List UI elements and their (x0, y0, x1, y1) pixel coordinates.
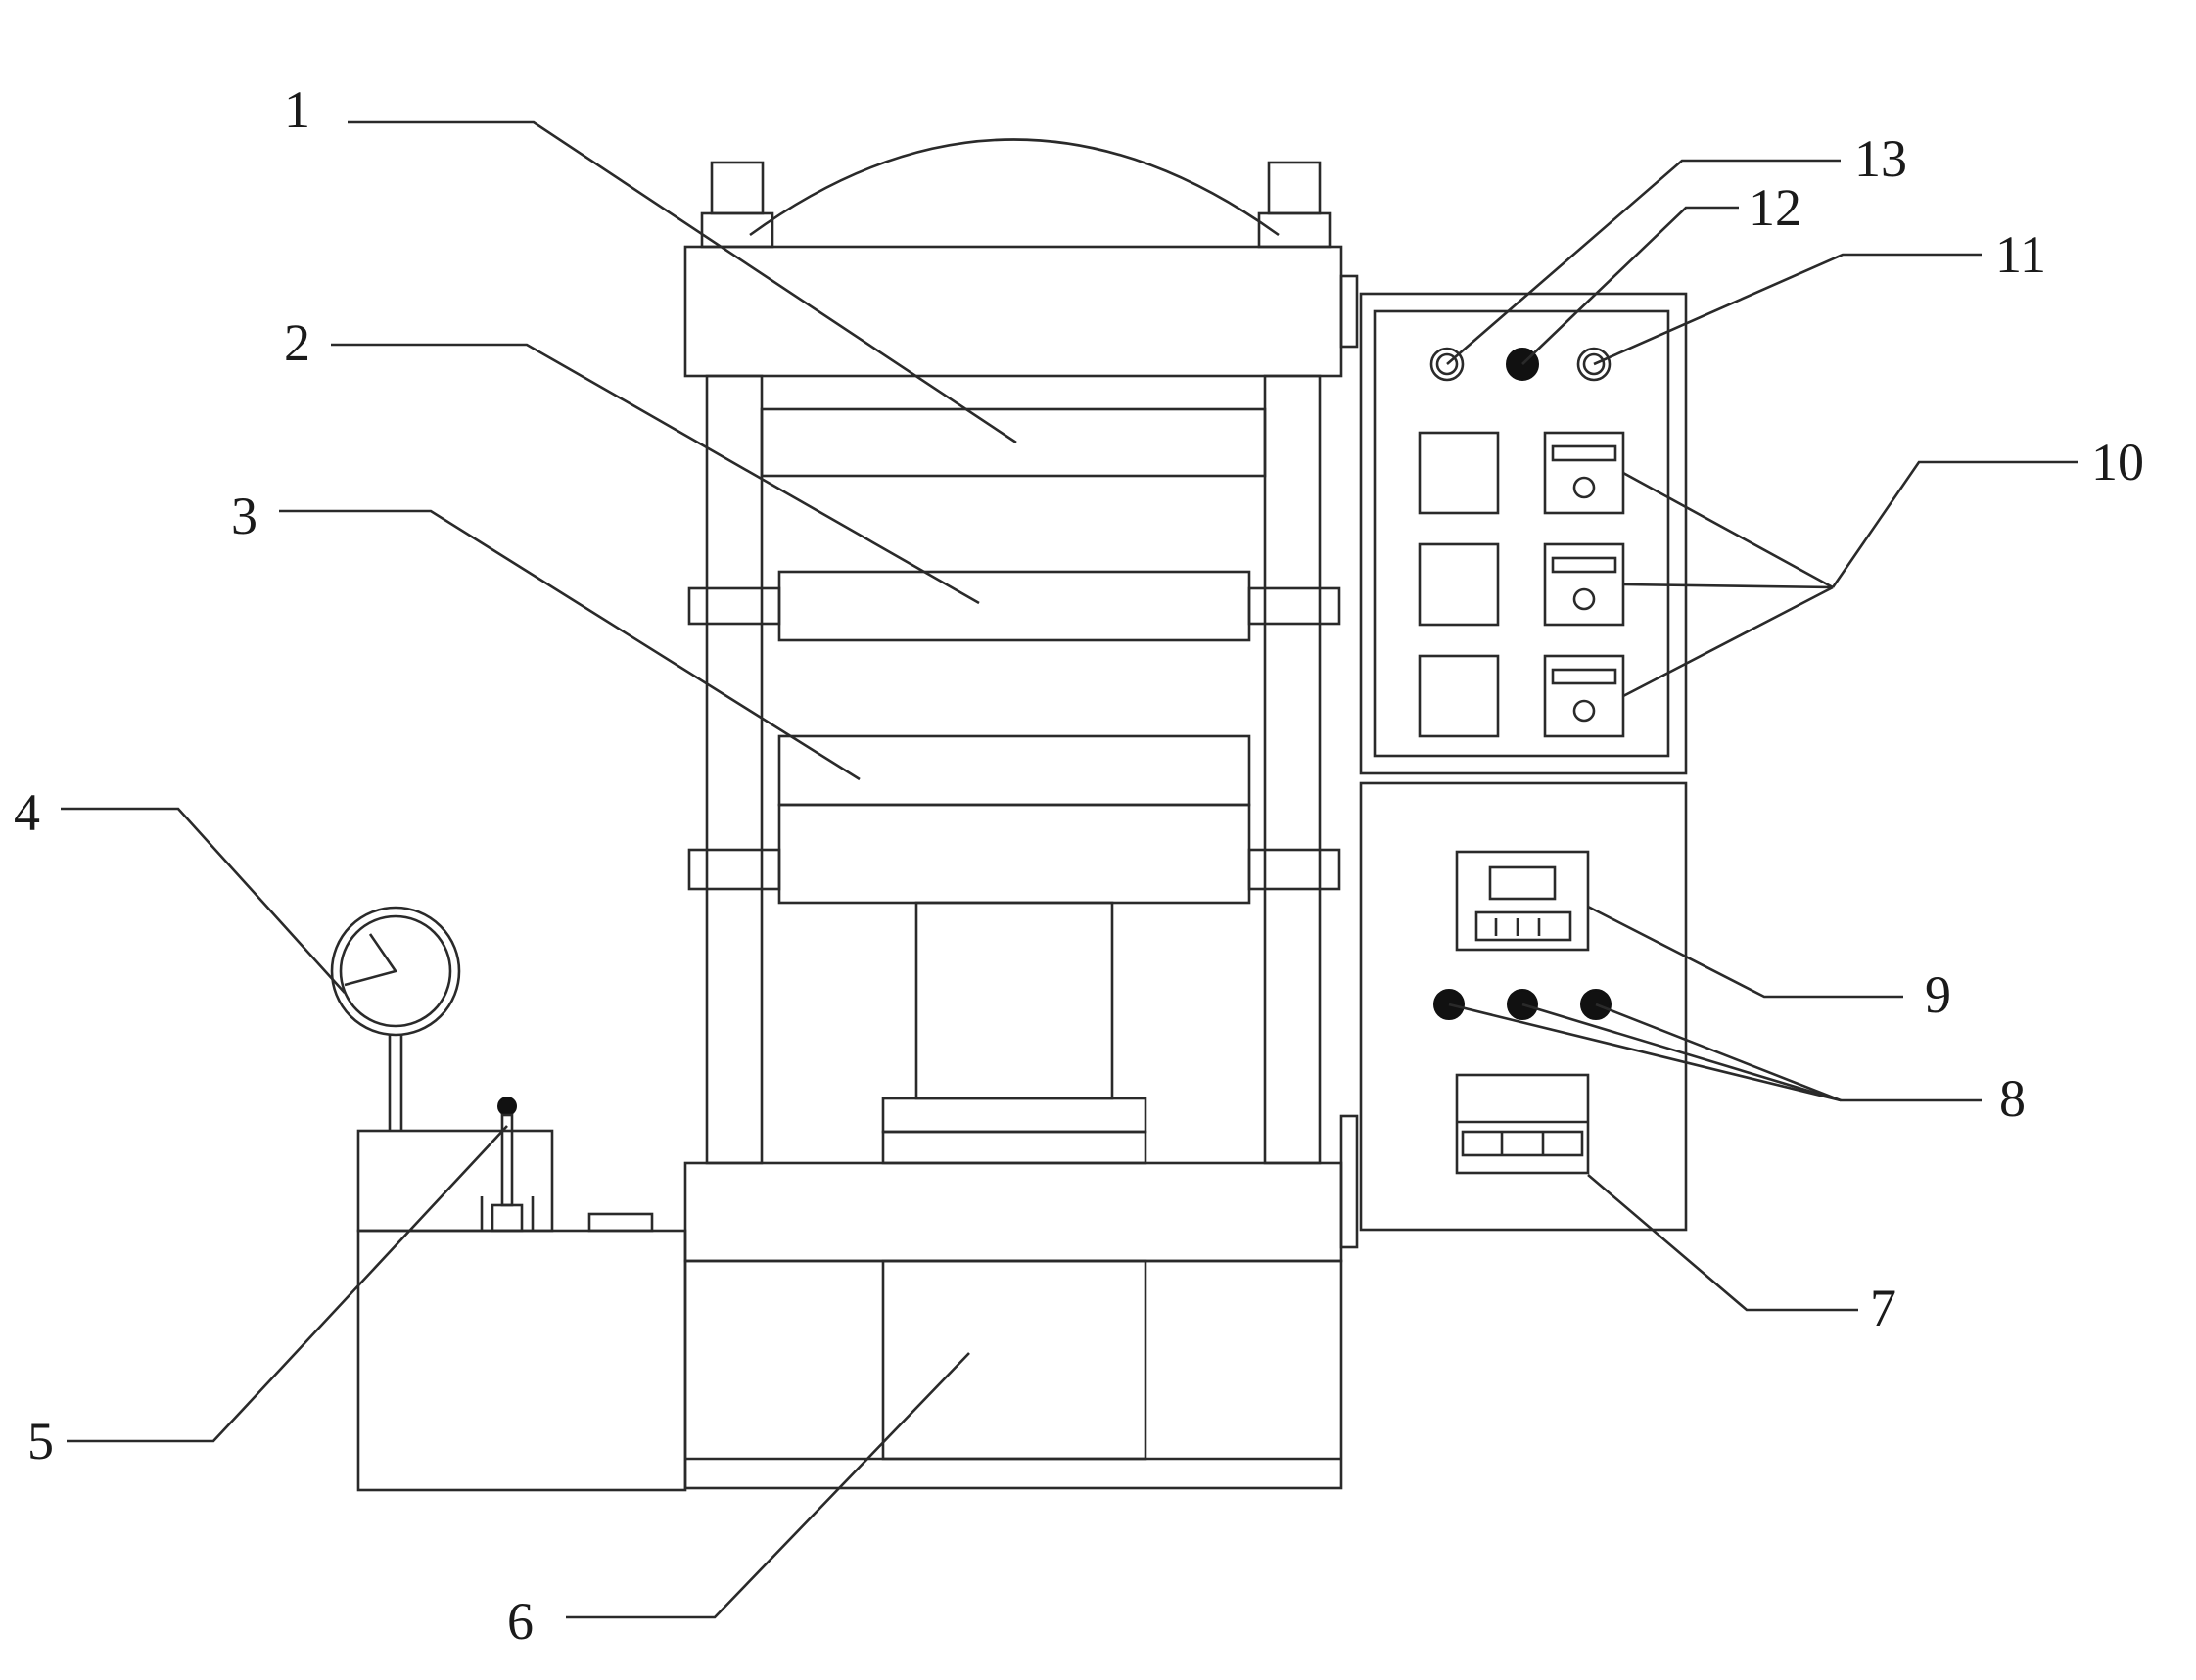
leader-5 (67, 1125, 508, 1443)
temperature-controller-1-display (1551, 444, 1617, 462)
leader-2 (331, 343, 980, 605)
left-column-nut (700, 211, 774, 249)
circuit-breaker-switches (1461, 1130, 1584, 1157)
leader-1 (348, 120, 1017, 444)
part-labels: 1 2 3 4 5 6 7 8 9 10 11 12 13 (14, 80, 2144, 1651)
temperature-controller-1 (1543, 431, 1625, 515)
left-column-cap (710, 161, 765, 215)
leader-8a (1448, 1003, 1842, 1102)
right-column (1263, 374, 1322, 1165)
indicator-lamp-13-ring (1435, 352, 1459, 376)
cabinet-upper (1359, 292, 1688, 775)
pressure-gauge-inner (339, 914, 452, 1028)
label-10: 10 (2091, 433, 2144, 491)
top-beam (683, 245, 1343, 378)
pressure-gauge-needle (344, 933, 398, 987)
leader-7 (1587, 1174, 1858, 1312)
top-arch (749, 138, 1280, 237)
press-frame (683, 138, 1359, 1490)
label-9: 9 (1925, 965, 1951, 1024)
middle-heating-plate (777, 570, 1251, 642)
temperature-controller-1-knob (1572, 476, 1596, 499)
temperature-controller-2-knob (1572, 587, 1596, 611)
label-7: 7 (1870, 1279, 1896, 1337)
pressure-gauge-outer (330, 906, 461, 1037)
leader-8b (1521, 1003, 1842, 1102)
lever-base (491, 1203, 524, 1233)
lever-knob (497, 1097, 517, 1116)
cabinet-lower (1359, 781, 1688, 1232)
pump-lower-box (356, 1229, 687, 1492)
leader-6 (566, 1352, 970, 1619)
indicator-lamp-11 (1576, 347, 1612, 382)
right-column-nut (1257, 211, 1332, 249)
hydraulic-station (330, 906, 687, 1492)
timer-meter-keys (1474, 910, 1572, 942)
base-beam (683, 1161, 1343, 1263)
timer-meter (1455, 850, 1590, 952)
leader-11 (1593, 253, 1982, 366)
leader-lines (61, 120, 2078, 1619)
cylinder-top (881, 1097, 1147, 1134)
leader-10-main (1831, 460, 2078, 588)
piston-rod (914, 901, 1114, 1100)
control-cabinet (1359, 292, 1688, 1232)
lower-left-clamp (687, 848, 781, 891)
label-6: 6 (507, 1592, 534, 1651)
panel-blank-1 (1418, 431, 1500, 515)
middle-right-clamp (1247, 586, 1341, 626)
label-5: 5 (27, 1412, 54, 1470)
leader-10a (1622, 471, 1834, 589)
leader-3 (279, 509, 861, 781)
leader-9 (1587, 905, 1903, 999)
label-2: 2 (284, 313, 310, 372)
leader-4 (61, 807, 346, 994)
middle-left-clamp (687, 586, 781, 626)
lower-heating-plate (777, 734, 1251, 807)
indicator-lamp-13 (1429, 347, 1465, 382)
temperature-controller-3 (1543, 654, 1625, 738)
temperature-controller-2 (1543, 542, 1625, 627)
leader-8c (1595, 1003, 1842, 1102)
leader-13 (1446, 159, 1841, 365)
leader-12 (1521, 206, 1739, 365)
cabinet-panel (1373, 309, 1670, 758)
temperature-controller-2-display (1551, 556, 1617, 574)
leader-10c (1622, 585, 1834, 698)
panel-blank-3 (1418, 654, 1500, 738)
label-8: 8 (1999, 1069, 2026, 1128)
leader-10b (1622, 583, 1834, 589)
upper-heating-plate (760, 407, 1267, 478)
lower-right-clamp (1247, 848, 1341, 891)
circuit-breaker (1455, 1073, 1590, 1175)
label-11: 11 (1995, 225, 2046, 284)
temperature-controller-3-knob (1572, 699, 1596, 723)
label-13: 13 (1854, 129, 1907, 188)
base-stand (683, 1259, 1343, 1490)
label-12: 12 (1749, 178, 1801, 237)
label-4: 4 (14, 783, 40, 842)
right-column-cap (1267, 161, 1322, 215)
oil-cap (587, 1212, 654, 1233)
base-beam-bracket (1339, 1114, 1359, 1249)
label-3: 3 (231, 487, 257, 545)
oil-cylinder-housing (881, 1259, 1147, 1461)
cylinder-collar (881, 1130, 1147, 1165)
movable-platen (777, 803, 1251, 905)
panel-blank-2 (1418, 542, 1500, 627)
top-beam-bracket (1339, 274, 1359, 349)
temperature-controller-3-display (1551, 668, 1617, 685)
label-1: 1 (284, 80, 310, 139)
left-column (705, 374, 764, 1165)
timer-meter-display (1488, 865, 1557, 901)
indicator-lamp-11-ring (1582, 352, 1606, 376)
